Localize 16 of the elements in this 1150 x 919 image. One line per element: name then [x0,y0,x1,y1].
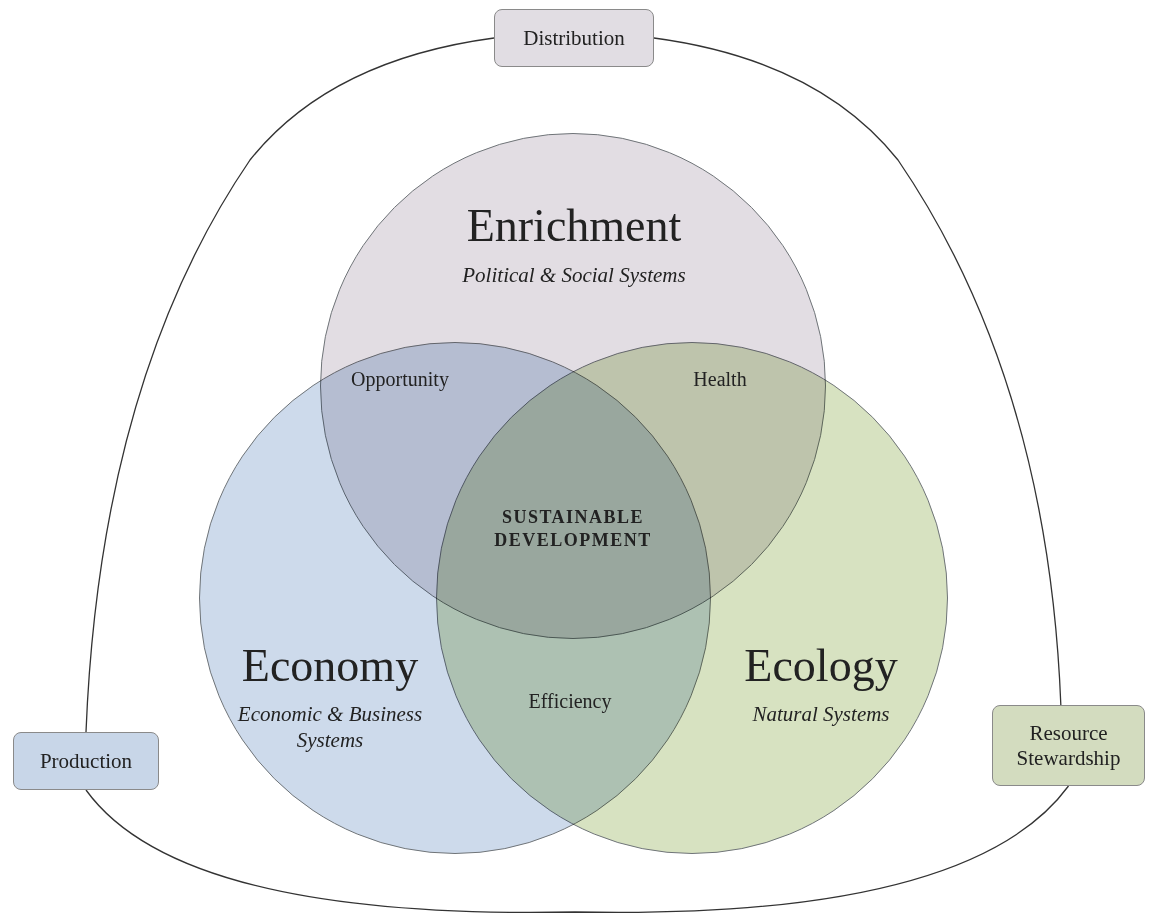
overlap-label: Opportunity [350,368,450,391]
circle-subtitle: Natural Systems [751,701,891,728]
circle-subtitle: Political & Social Systems [461,262,687,289]
circle-title: Ecology [743,641,899,692]
circle-title: Economy [240,641,420,692]
connector-curve [85,37,495,733]
overlap-label: Health [692,368,748,391]
center-label: SUSTAINABLE DEVELOPMENT [493,506,653,553]
connector-curve [85,785,1070,914]
category-box: Production [13,732,159,790]
connector-curve [653,37,1062,706]
circle-subtitle: Economic & Business Systems [236,701,424,754]
category-box: Resource Stewardship [992,705,1145,786]
category-box: Distribution [494,9,654,67]
circle-title: Enrichment [465,201,683,252]
overlap-label: Efficiency [527,690,613,713]
